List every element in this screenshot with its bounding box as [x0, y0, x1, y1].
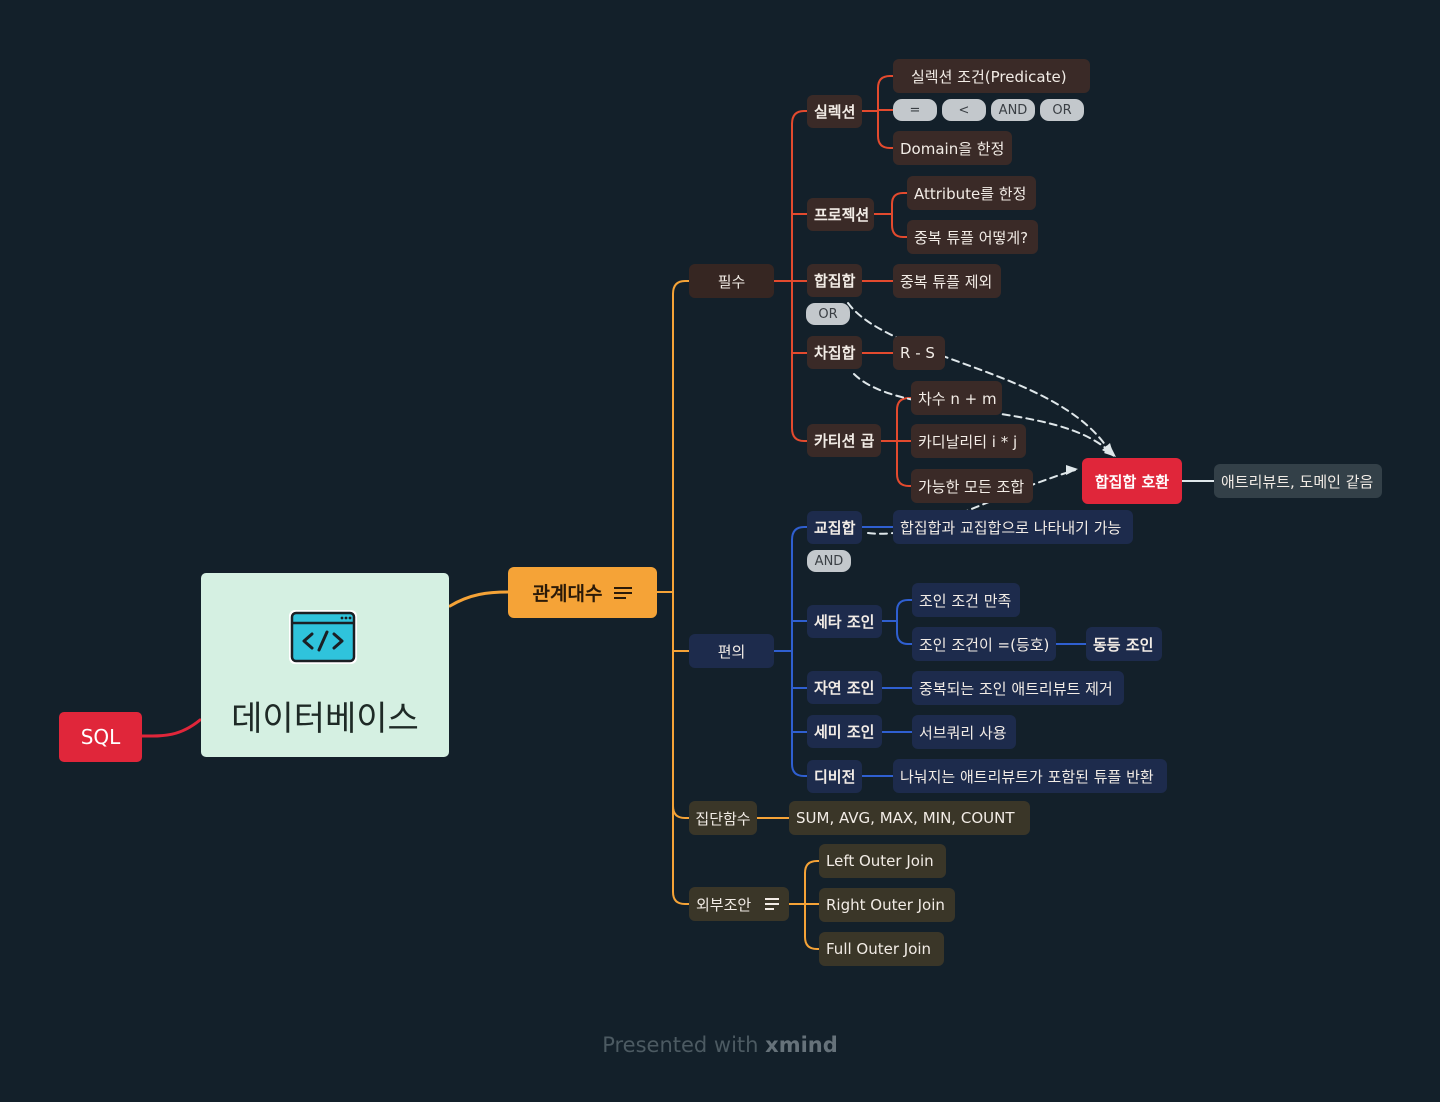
selection-predicate[interactable]: 실렉션 조건(Predicate): [893, 59, 1090, 93]
projection-attribute-limit-label: Attribute를 한정: [914, 184, 1027, 203]
selection-domain-limit[interactable]: Domain을 한정: [893, 131, 1012, 165]
outer-join-full-label: Full Outer Join: [826, 940, 932, 958]
outer-join-right-label: Right Outer Join: [826, 896, 945, 914]
intersection-detail-label: 합집합과 교집합으로 나타내기 가능: [900, 518, 1122, 537]
topic-cartesian-product-label: 카티션 곱: [814, 432, 875, 450]
floating-topic-sql[interactable]: SQL: [59, 712, 142, 762]
difference-detail[interactable]: R - S: [893, 336, 945, 370]
operator-tag-label: =: [909, 102, 921, 118]
and-tag-label: AND: [814, 553, 844, 569]
or-tag[interactable]: OR: [806, 303, 850, 325]
division-detail-label: 나눠지는 애트리뷰트가 포함된 튜플 반환: [900, 767, 1154, 786]
topic-semi-join-label: 세미 조인: [814, 723, 875, 741]
natural-join-detail[interactable]: 중복되는 조인 애트리뷰트 제거: [912, 671, 1124, 705]
topic-union-compatible[interactable]: 합집합 호환: [1082, 458, 1182, 504]
and-tag[interactable]: AND: [807, 550, 851, 572]
topic-difference-label: 차집합: [814, 344, 856, 362]
outer-join-left[interactable]: Left Outer Join: [819, 844, 946, 878]
operator-tag-label: <: [958, 102, 970, 118]
operator-tag-equals[interactable]: =: [893, 99, 937, 121]
cartesian-cardinality-label: 카디날리티 i * j: [918, 432, 1018, 451]
projection-attribute-limit[interactable]: Attribute를 한정: [907, 176, 1036, 210]
topic-aggregate[interactable]: 집단함수: [689, 801, 757, 835]
topic-union[interactable]: 합집합: [807, 264, 862, 297]
semi-join-detail[interactable]: 서브쿼리 사용: [912, 715, 1016, 749]
footer-prefix: Presented with: [602, 1033, 759, 1057]
operator-tag-and[interactable]: AND: [991, 99, 1035, 121]
cartesian-cardinality[interactable]: 카디날리티 i * j: [911, 424, 1026, 458]
cartesian-all-combinations-label: 가능한 모든 조합: [918, 477, 1025, 496]
selection-predicate-label: 실렉션 조건(Predicate): [911, 67, 1067, 86]
topic-aggregate-label: 집단함수: [695, 809, 751, 828]
topic-intersection[interactable]: 교집합: [807, 511, 862, 544]
theta-join-equals-label: 조인 조건이 =(등호): [919, 635, 1050, 654]
semi-join-detail-label: 서브쿼리 사용: [919, 723, 1007, 742]
central-topic[interactable]: 데이터베이스: [201, 573, 449, 757]
operator-tag-label: OR: [1052, 102, 1072, 118]
topic-outer-join[interactable]: 외부조안: [689, 887, 789, 921]
topic-cartesian-product[interactable]: 카티션 곱: [807, 424, 881, 457]
topic-selection[interactable]: 실렉션: [807, 95, 862, 128]
topic-projection[interactable]: 프로젝션: [807, 198, 874, 231]
topic-outer-join-label: 외부조안: [696, 895, 752, 914]
division-detail[interactable]: 나눠지는 애트리뷰트가 포함된 튜플 반환: [893, 759, 1167, 793]
notes-icon[interactable]: [765, 898, 780, 910]
projection-duplicate-question[interactable]: 중복 튜플 어떻게?: [907, 220, 1038, 254]
union-detail-label: 중복 튜플 제외: [900, 272, 993, 291]
operator-tag-less-than[interactable]: <: [942, 99, 986, 121]
aggregate-detail[interactable]: SUM, AVG, MAX, MIN, COUNT: [789, 801, 1030, 835]
or-tag-label: OR: [818, 306, 838, 322]
topic-natural-join-label: 자연 조인: [814, 679, 875, 697]
topic-division[interactable]: 디비전: [807, 760, 862, 793]
operator-tag-or[interactable]: OR: [1040, 99, 1084, 121]
topic-intersection-label: 교집합: [814, 519, 856, 537]
outer-join-right[interactable]: Right Outer Join: [819, 888, 955, 922]
topic-difference[interactable]: 차집합: [807, 336, 862, 369]
union-compatible-detail-label: 애트리뷰트, 도메인 같음: [1221, 472, 1374, 491]
topic-equi-join[interactable]: 동등 조인: [1086, 627, 1162, 661]
topic-essential[interactable]: 필수: [689, 264, 774, 298]
topic-union-label: 합집합: [814, 272, 856, 290]
union-detail[interactable]: 중복 튜플 제외: [893, 264, 1001, 298]
theta-join-equals[interactable]: 조인 조건이 =(등호): [912, 627, 1056, 661]
topic-semi-join[interactable]: 세미 조인: [807, 715, 882, 748]
topic-essential-label: 필수: [717, 272, 746, 291]
union-compatible-detail[interactable]: 애트리뷰트, 도메인 같음: [1214, 464, 1382, 498]
footer-credit: Presented with xmind: [0, 1033, 1440, 1057]
theta-join-condition-label: 조인 조건 만족: [919, 591, 1012, 610]
outer-join-left-label: Left Outer Join: [826, 852, 934, 870]
operator-tag-label: AND: [998, 102, 1028, 118]
notes-icon[interactable]: [614, 586, 633, 599]
topic-projection-label: 프로젝션: [814, 206, 870, 224]
theta-join-condition[interactable]: 조인 조건 만족: [912, 583, 1020, 617]
selection-domain-limit-label: Domain을 한정: [900, 139, 1005, 158]
aggregate-detail-label: SUM, AVG, MAX, MIN, COUNT: [796, 809, 1015, 827]
topic-convenience-label: 편의: [717, 642, 746, 661]
floating-topic-label: SQL: [80, 725, 121, 749]
cartesian-all-combinations[interactable]: 가능한 모든 조합: [911, 469, 1033, 503]
topic-division-label: 디비전: [814, 768, 856, 786]
central-topic-label: 데이터베이스: [231, 699, 419, 739]
cartesian-degree[interactable]: 차수 n + m: [911, 381, 1002, 415]
main-topic-relational-algebra[interactable]: 관계대수: [508, 567, 657, 618]
code-window-icon: [289, 610, 357, 664]
topic-theta-join-label: 세타 조인: [814, 613, 875, 631]
difference-detail-label: R - S: [900, 344, 935, 362]
main-topic-label: 관계대수: [532, 583, 603, 605]
intersection-detail[interactable]: 합집합과 교집합으로 나타내기 가능: [893, 510, 1133, 544]
topic-union-compatible-label: 합집합 호환: [1094, 472, 1170, 491]
cartesian-degree-label: 차수 n + m: [918, 389, 997, 408]
xmind-logo[interactable]: xmind: [765, 1033, 838, 1057]
topic-selection-label: 실렉션: [814, 103, 856, 121]
topic-natural-join[interactable]: 자연 조인: [807, 671, 882, 704]
topic-equi-join-label: 동등 조인: [1093, 635, 1154, 654]
outer-join-full[interactable]: Full Outer Join: [819, 932, 944, 966]
topic-convenience[interactable]: 편의: [689, 634, 774, 668]
topic-theta-join[interactable]: 세타 조인: [807, 605, 882, 638]
projection-duplicate-question-label: 중복 튜플 어떻게?: [914, 228, 1029, 247]
natural-join-detail-label: 중복되는 조인 애트리뷰트 제거: [919, 679, 1113, 698]
